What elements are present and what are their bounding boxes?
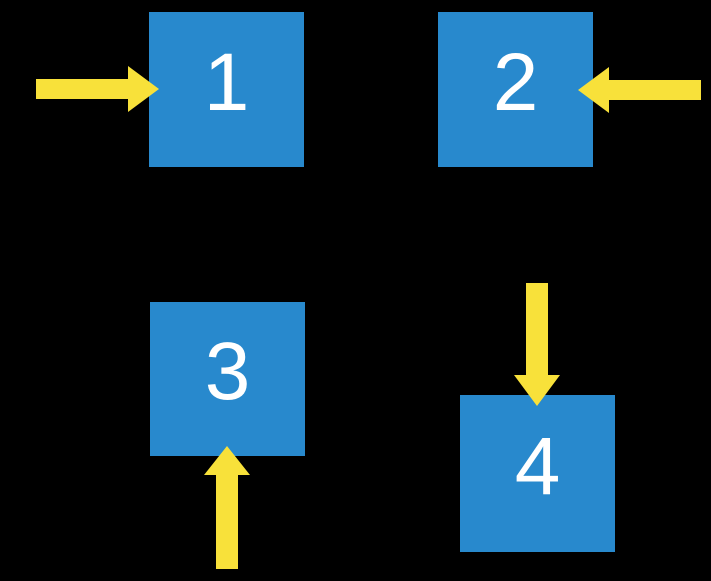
box-4-label: 4 (514, 420, 561, 512)
left-arrow-icon (578, 67, 701, 113)
box-3-label: 3 (204, 326, 251, 417)
numbered-box-1: 1 (149, 12, 304, 167)
up-arrow-icon (204, 446, 250, 569)
box-2-label: 2 (492, 36, 539, 128)
box-1-label: 1 (203, 36, 250, 128)
numbered-box-4: 4 (460, 395, 615, 552)
numbered-box-3: 3 (150, 302, 305, 456)
right-arrow-icon (36, 66, 159, 112)
down-arrow-icon (514, 283, 560, 406)
numbered-box-2: 2 (438, 12, 593, 167)
